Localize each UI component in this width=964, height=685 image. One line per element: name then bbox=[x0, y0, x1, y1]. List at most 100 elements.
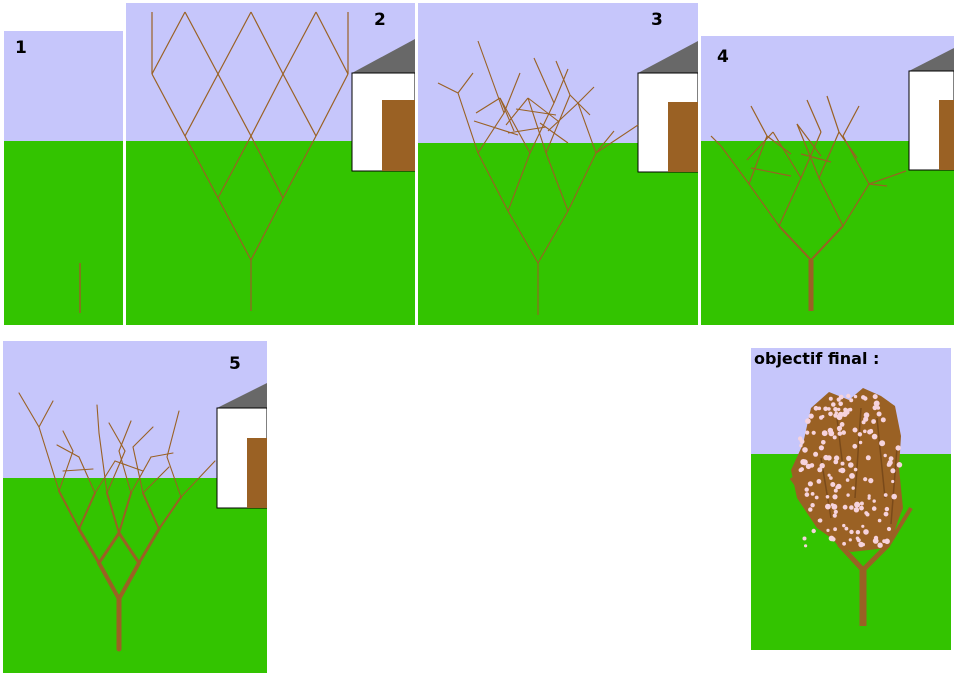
blossom bbox=[872, 499, 876, 503]
sky bbox=[4, 31, 123, 141]
house-door bbox=[668, 102, 698, 172]
canopy bbox=[791, 388, 903, 552]
blossom bbox=[873, 400, 880, 407]
blossom bbox=[808, 507, 813, 512]
blossom bbox=[832, 513, 837, 518]
step-number: 1 bbox=[15, 38, 27, 58]
house bbox=[351, 39, 415, 172]
blossom bbox=[804, 544, 808, 548]
blossom bbox=[825, 503, 831, 510]
house-roof bbox=[217, 383, 267, 408]
blossom bbox=[819, 463, 825, 469]
blossom bbox=[884, 506, 890, 512]
blossom bbox=[853, 507, 860, 513]
blossom bbox=[830, 503, 834, 507]
blossom bbox=[816, 479, 822, 484]
blossom bbox=[811, 528, 816, 534]
blossom bbox=[805, 430, 810, 435]
grass bbox=[126, 141, 415, 325]
blossom bbox=[814, 495, 819, 500]
step-number: 4 bbox=[717, 47, 729, 67]
blossom bbox=[837, 431, 843, 436]
blossom bbox=[810, 492, 815, 496]
blossom bbox=[848, 538, 852, 542]
blossom bbox=[896, 462, 903, 468]
blossom bbox=[884, 538, 890, 545]
blossom bbox=[872, 538, 879, 544]
blossom bbox=[864, 511, 869, 515]
blossom bbox=[826, 455, 832, 461]
panel-3: 3 bbox=[418, 3, 698, 325]
blossom bbox=[817, 467, 823, 473]
final-scene bbox=[751, 348, 951, 650]
house bbox=[216, 383, 267, 509]
blossom bbox=[852, 427, 858, 433]
blossoms bbox=[798, 393, 903, 548]
blossom bbox=[799, 443, 803, 448]
blossom bbox=[849, 505, 854, 510]
blossom bbox=[868, 478, 874, 484]
blossom bbox=[833, 488, 838, 493]
step-number: 2 bbox=[374, 10, 386, 30]
house-door bbox=[939, 100, 954, 170]
blossom bbox=[848, 462, 854, 468]
blossom bbox=[871, 433, 878, 440]
blossom bbox=[809, 463, 815, 468]
blossom bbox=[861, 420, 866, 425]
blossom bbox=[802, 447, 808, 453]
blossom bbox=[872, 405, 878, 411]
blossom bbox=[876, 406, 881, 410]
tree-lattice bbox=[151, 11, 349, 311]
blossom bbox=[833, 509, 838, 514]
blossom bbox=[833, 527, 837, 532]
panel-final bbox=[751, 348, 951, 650]
blossom bbox=[843, 407, 848, 412]
blossom bbox=[837, 407, 841, 412]
grass bbox=[3, 478, 267, 673]
blossom bbox=[813, 405, 819, 411]
blossom bbox=[818, 445, 824, 451]
house bbox=[908, 48, 954, 171]
house-door bbox=[247, 438, 267, 508]
blossom bbox=[867, 496, 871, 500]
blossom bbox=[886, 463, 891, 467]
blossom bbox=[852, 443, 858, 449]
blossom bbox=[849, 473, 855, 479]
blossom bbox=[833, 413, 838, 418]
blossom bbox=[891, 493, 897, 500]
blossom bbox=[849, 529, 854, 535]
tree-branches bbox=[710, 95, 907, 311]
blossom bbox=[880, 417, 886, 423]
blossom bbox=[821, 440, 826, 445]
blossom bbox=[819, 415, 824, 420]
blossom bbox=[800, 459, 807, 465]
blossom bbox=[804, 487, 809, 492]
blossom bbox=[876, 411, 882, 417]
panel-2: 2 bbox=[126, 3, 415, 325]
step-number: 5 bbox=[229, 354, 241, 374]
blossom bbox=[859, 501, 864, 506]
blossom bbox=[799, 467, 804, 472]
blossom bbox=[838, 401, 843, 407]
blossom bbox=[883, 511, 889, 517]
blossom bbox=[883, 453, 887, 458]
blossom bbox=[861, 524, 865, 528]
blossom bbox=[828, 430, 835, 437]
blossom bbox=[863, 412, 870, 418]
blossom bbox=[871, 419, 876, 424]
blossom bbox=[858, 440, 863, 445]
blossom bbox=[841, 430, 846, 435]
blossom bbox=[890, 468, 896, 474]
blossom bbox=[872, 394, 878, 400]
blossom bbox=[805, 418, 811, 424]
tree-branches bbox=[437, 40, 639, 315]
house-roof bbox=[638, 41, 698, 73]
blossom bbox=[882, 539, 886, 544]
blossom bbox=[818, 518, 823, 523]
house-door bbox=[382, 100, 415, 171]
blossom bbox=[859, 505, 864, 511]
blossom bbox=[863, 429, 867, 434]
panel-5-scene bbox=[3, 341, 267, 673]
blossom bbox=[827, 473, 831, 477]
step-number: 3 bbox=[651, 10, 663, 30]
